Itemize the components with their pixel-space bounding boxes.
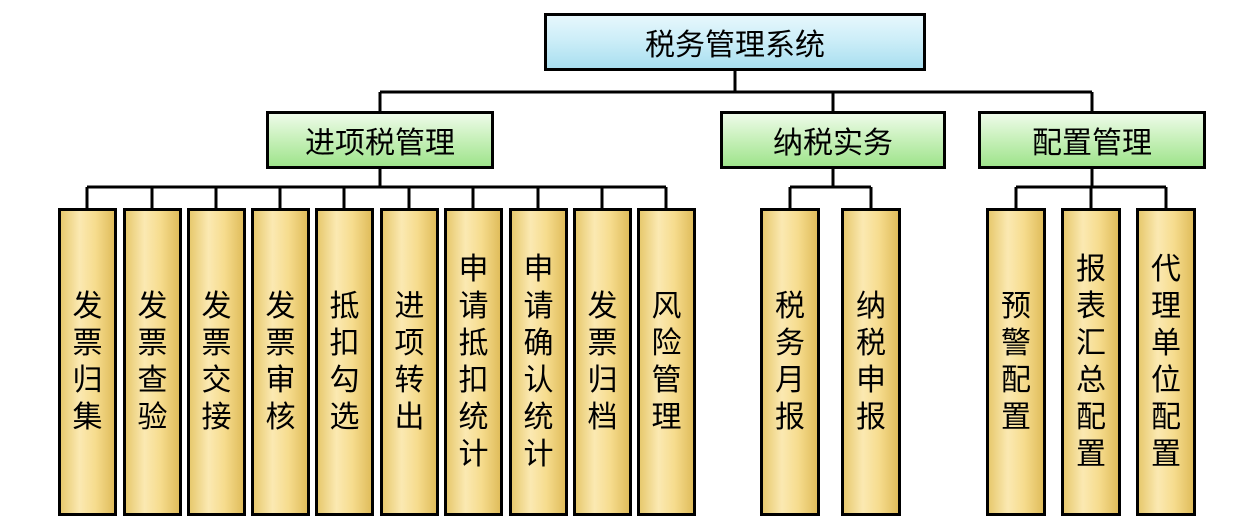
- category-label: 进项税管理: [305, 126, 455, 161]
- leaf-node: 申请确认统计: [509, 208, 568, 516]
- leaf-label: 发票交接: [201, 289, 232, 435]
- leaf-label: 发票查验: [137, 289, 168, 435]
- leaf-label: 抵扣勾选: [329, 289, 360, 435]
- leaf-label: 预警配置: [1001, 289, 1031, 435]
- root-node-label: 税务管理系统: [645, 28, 825, 63]
- category-node-tax-practice: 纳税实务: [720, 111, 946, 169]
- category-label: 纳税实务: [773, 126, 893, 161]
- leaf-label: 申请确认统计: [523, 252, 554, 472]
- leaf-label: 纳税申报: [856, 289, 886, 435]
- leaf-node: 代理单位配置: [1136, 208, 1196, 516]
- category-node-config: 配置管理: [978, 111, 1206, 169]
- leaf-node: 抵扣勾选: [315, 208, 374, 516]
- leaf-label: 申请抵扣统计: [458, 252, 489, 472]
- leaf-label: 进项转出: [394, 289, 425, 435]
- leaf-node: 报表汇总配置: [1061, 208, 1121, 516]
- root-node: 税务管理系统: [544, 13, 926, 71]
- leaf-label: 发票归集: [72, 289, 103, 435]
- leaf-label: 发票审核: [265, 289, 296, 435]
- leaf-label: 代理单位配置: [1151, 252, 1181, 472]
- leaf-node: 发票审核: [251, 208, 310, 516]
- leaf-label: 发票归档: [587, 289, 618, 435]
- leaf-node: 发票归集: [58, 208, 117, 516]
- leaf-node: 发票查验: [123, 208, 182, 516]
- leaf-node: 进项转出: [380, 208, 439, 516]
- leaf-node: 风险管理: [637, 208, 696, 516]
- leaf-node: 预警配置: [986, 208, 1046, 516]
- category-node-input-tax: 进项税管理: [266, 111, 494, 169]
- leaf-node: 纳税申报: [841, 208, 901, 516]
- leaf-node: 发票交接: [187, 208, 246, 516]
- leaf-label: 风险管理: [651, 289, 682, 435]
- leaf-node: 税务月报: [760, 208, 820, 516]
- category-label: 配置管理: [1032, 126, 1152, 161]
- leaf-label: 税务月报: [775, 289, 805, 435]
- leaf-node: 申请抵扣统计: [444, 208, 503, 516]
- leaf-label: 报表汇总配置: [1076, 252, 1106, 472]
- leaf-node: 发票归档: [573, 208, 632, 516]
